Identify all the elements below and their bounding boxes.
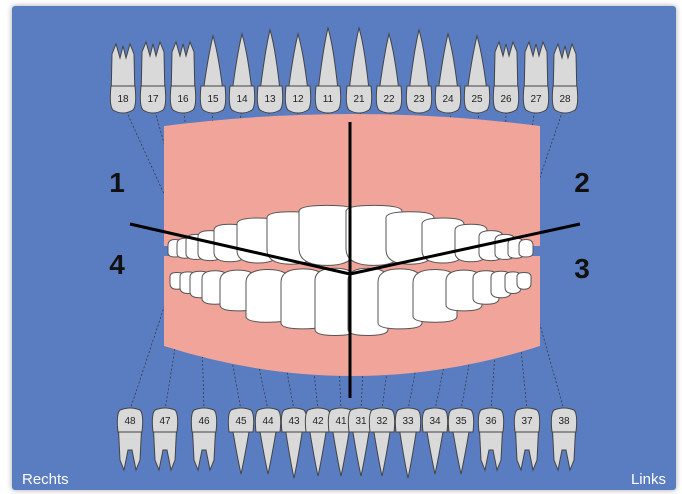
tooth-number: 11 <box>323 94 334 105</box>
upper-tooth-26: 26 <box>493 42 518 113</box>
tooth-number: 26 <box>500 94 512 105</box>
right-side-label: Rechts <box>22 471 69 488</box>
tooth-number: 43 <box>288 416 300 427</box>
lower-tooth-32: 32 <box>369 408 394 476</box>
lower-tooth-48: 48 <box>117 408 142 470</box>
lower-tooth-34: 34 <box>422 408 447 474</box>
upper-tooth-21: 21 <box>346 28 371 113</box>
upper-tooth-22: 22 <box>376 34 401 113</box>
lower-tooth-47: 47 <box>152 408 177 470</box>
tooth-number: 17 <box>147 94 159 105</box>
upper-tooth-17: 17 <box>140 42 165 113</box>
upper-tooth-24: 24 <box>435 34 460 113</box>
upper-tooth-23: 23 <box>406 30 431 113</box>
upper-tooth-27: 27 <box>523 42 548 113</box>
tooth-number: 23 <box>413 94 425 105</box>
tooth-number: 38 <box>558 416 570 427</box>
upper-tooth-15: 15 <box>200 36 225 113</box>
tooth-number: 22 <box>383 94 395 105</box>
tooth-number: 45 <box>235 416 247 427</box>
tooth-number: 25 <box>471 94 483 105</box>
tooth-number: 35 <box>455 416 467 427</box>
tooth-number: 44 <box>262 416 274 427</box>
lower-tooth-38: 38 <box>551 408 576 470</box>
lower-tooth-42: 42 <box>305 408 330 476</box>
quadrant-label-3: 3 <box>574 253 590 284</box>
tooth-number: 46 <box>198 416 210 427</box>
lower-tooth-43: 43 <box>281 408 306 478</box>
tooth-number: 42 <box>312 416 324 427</box>
tooth-number: 47 <box>159 416 171 427</box>
upper-tooth-13: 13 <box>257 30 282 113</box>
tooth-number: 13 <box>264 94 276 105</box>
tooth-number: 24 <box>442 94 454 105</box>
upper-tooth-28: 28 <box>552 44 577 113</box>
tooth-number: 14 <box>236 94 248 105</box>
tooth-number: 36 <box>485 416 497 427</box>
upper-tooth-row: 18 17 16 15 14 13 12 11 21 22 23 24 25 26 27 28 <box>110 28 577 113</box>
lower-tooth-36: 36 <box>478 408 503 470</box>
upper-tooth-12: 12 <box>285 34 310 113</box>
tooth-number: 33 <box>402 416 414 427</box>
lower-tooth-44: 44 <box>255 408 280 474</box>
quadrant-label-4: 4 <box>109 249 125 280</box>
lower-tooth-46: 46 <box>191 408 216 470</box>
left-side-label: Links <box>631 471 666 488</box>
lower-tooth-33: 33 <box>395 408 420 478</box>
quadrant-label-1: 1 <box>109 167 125 198</box>
upper-tooth-14: 14 <box>229 34 254 113</box>
tooth-number: 31 <box>355 416 367 427</box>
lower-tooth-45: 45 <box>228 408 253 474</box>
quadrant-label-2: 2 <box>574 167 590 198</box>
tooth-number: 48 <box>124 416 136 427</box>
lower-tooth-37: 37 <box>514 408 539 470</box>
tooth-number: 18 <box>117 94 129 105</box>
tooth-number: 32 <box>376 416 388 427</box>
upper-tooth-11: 11 <box>315 28 340 113</box>
lower-tooth-35: 35 <box>448 408 473 474</box>
upper-tooth-18: 18 <box>110 44 135 113</box>
lower-tooth-row: 48 47 46 45 44 43 42 41 31 32 33 34 35 36 37 38 <box>117 408 576 478</box>
tooth-number: 37 <box>521 416 533 427</box>
upper-tooth-16: 16 <box>170 42 195 113</box>
tooth-number: 16 <box>177 94 189 105</box>
tooth-number: 28 <box>559 94 571 105</box>
upper-tooth-25: 25 <box>464 36 489 113</box>
tooth-number: 12 <box>292 94 304 105</box>
tooth-number: 21 <box>353 94 365 105</box>
mouth-lower-tooth <box>517 273 531 290</box>
tooth-number: 41 <box>335 416 347 427</box>
tooth-number: 27 <box>530 94 542 105</box>
mouth-upper-tooth <box>519 240 533 258</box>
tooth-number: 15 <box>207 94 219 105</box>
tooth-number: 34 <box>429 416 441 427</box>
